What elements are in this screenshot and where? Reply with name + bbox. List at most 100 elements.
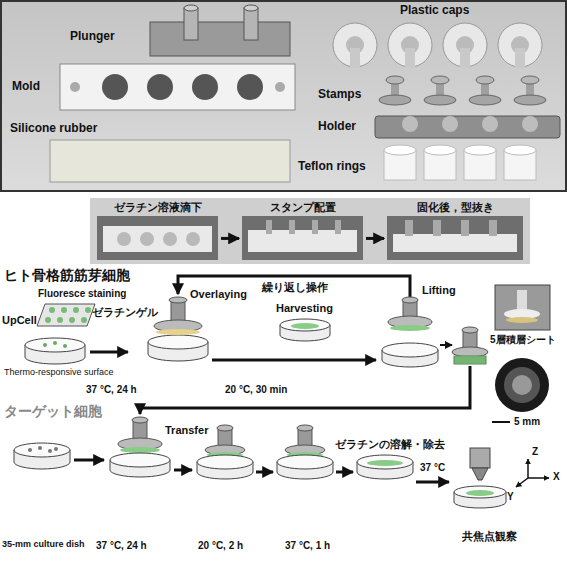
process-illustration-part	[462, 327, 478, 333]
text-label: Fluoresce staining	[38, 288, 126, 299]
text-label: Silicone rubber	[10, 122, 97, 135]
text-label: 5層積層シート	[490, 334, 556, 345]
process-illustration-part	[90, 351, 128, 354]
process-illustration	[14, 276, 550, 508]
process-illustration-part	[454, 486, 506, 498]
photo-step: ゼラチン溶液滴下	[95, 200, 220, 262]
text-label: ゼラチンの溶解・除去	[335, 438, 445, 450]
parts-photo-part	[521, 76, 539, 84]
process-illustration-part	[517, 290, 527, 310]
step-photos-part	[387, 216, 523, 260]
step-photos	[90, 198, 530, 264]
parts-photo-part	[405, 48, 415, 68]
process-illustration-part	[492, 421, 510, 423]
step-photos-part	[289, 220, 295, 234]
parts-photo-part	[424, 145, 456, 155]
process-illustration-part	[495, 285, 550, 330]
process-illustration-part	[197, 455, 253, 469]
parts-photo-part	[184, 8, 198, 40]
parts-photo-part	[443, 23, 487, 67]
process-illustration-part	[120, 447, 160, 453]
process-illustration-part	[402, 297, 418, 303]
process-illustration-part	[516, 478, 528, 487]
text-label: Mold	[12, 80, 40, 93]
process-illustration-part	[169, 297, 187, 303]
process-illustration-part	[466, 490, 494, 496]
process-illustration-part	[512, 375, 532, 395]
process-illustration-part	[148, 335, 208, 349]
parts-photo-part	[402, 116, 418, 132]
process-illustration-part	[277, 455, 333, 469]
text-label: Holder	[318, 120, 356, 133]
process-illustration-part	[454, 362, 486, 363]
text-label: Stamps	[318, 88, 361, 101]
text-label: 20 °C, 2 h	[198, 540, 243, 551]
parts-photo-part	[192, 74, 218, 100]
text-label: Y	[507, 491, 514, 502]
process-illustration-part	[454, 360, 486, 361]
process-illustration-part	[156, 329, 200, 335]
process-illustration-part	[528, 477, 549, 479]
parts-photo-part	[147, 74, 173, 100]
text-label: Harvesting	[276, 302, 333, 314]
text-label: 5 mm	[514, 416, 540, 427]
parts-photo-part	[388, 23, 432, 67]
text-label: ゼラチンゲル	[92, 306, 158, 318]
text-label: 37 °C, 24 h	[86, 384, 137, 395]
parts-photo-part	[482, 116, 498, 132]
process-illustration-part	[390, 325, 430, 331]
parts-photo-part	[384, 145, 416, 155]
text-label: Lifting	[422, 284, 456, 296]
text-label: 35-mm culture dish	[2, 540, 85, 550]
process-illustration-part	[73, 307, 79, 313]
parts-photo-part	[504, 145, 536, 155]
process-illustration-part	[69, 317, 75, 323]
process-illustration-part	[45, 317, 51, 323]
process-illustration-part	[256, 471, 273, 474]
process-illustration-part	[212, 359, 376, 362]
parts-photo-part	[522, 116, 538, 132]
parts-photo-part	[379, 95, 411, 105]
parts-photo-part	[375, 116, 560, 138]
step-caption: ゼラチン溶液滴下	[95, 200, 220, 214]
step-photos-part	[405, 220, 413, 236]
parts-photo-part	[50, 140, 290, 182]
process-illustration-part	[416, 481, 449, 484]
process-illustration-part	[63, 344, 67, 348]
process-illustration-part	[291, 323, 319, 329]
parts-photo-part	[515, 48, 525, 68]
process-illustration-part	[454, 358, 486, 359]
process-illustration-part	[527, 459, 529, 478]
text-label: Plastic caps	[400, 4, 469, 17]
parts-photo-part	[431, 76, 449, 84]
parts-photo-part	[498, 23, 542, 67]
process-illustration-part	[472, 468, 488, 480]
parts-photo-part	[464, 145, 496, 155]
process-illustration-part	[336, 471, 353, 474]
process-illustration-part	[49, 307, 55, 313]
process-illustration-part	[506, 317, 538, 323]
step-photos-part	[140, 232, 154, 246]
parts-photo-part	[237, 74, 263, 100]
text-label: 37 °C	[420, 462, 445, 473]
step-arrow	[366, 237, 384, 240]
photo-step: スタンプ配置	[240, 200, 365, 262]
step-photos-part	[393, 234, 517, 252]
step-caption: 固化後，型抜き	[385, 200, 525, 214]
step-photos-part	[461, 220, 469, 236]
process-illustration-part	[132, 417, 148, 423]
step-photos-part	[103, 226, 212, 252]
parts-photo-part	[150, 22, 290, 56]
step-photos-part	[312, 220, 318, 234]
text-label: X	[553, 471, 560, 482]
text-label: 共焦点観察	[462, 530, 517, 542]
process-illustration-part	[140, 366, 470, 414]
parts-photo-part	[102, 74, 128, 100]
text-label: ヒト骨格筋筋芽細胞	[4, 268, 130, 283]
process-illustration-part	[43, 343, 47, 347]
parts-photo-part	[333, 23, 377, 67]
parts-photo-part	[350, 48, 360, 68]
step-photos-part	[90, 198, 530, 264]
photo-step: 固化後，型抜き	[385, 200, 525, 262]
